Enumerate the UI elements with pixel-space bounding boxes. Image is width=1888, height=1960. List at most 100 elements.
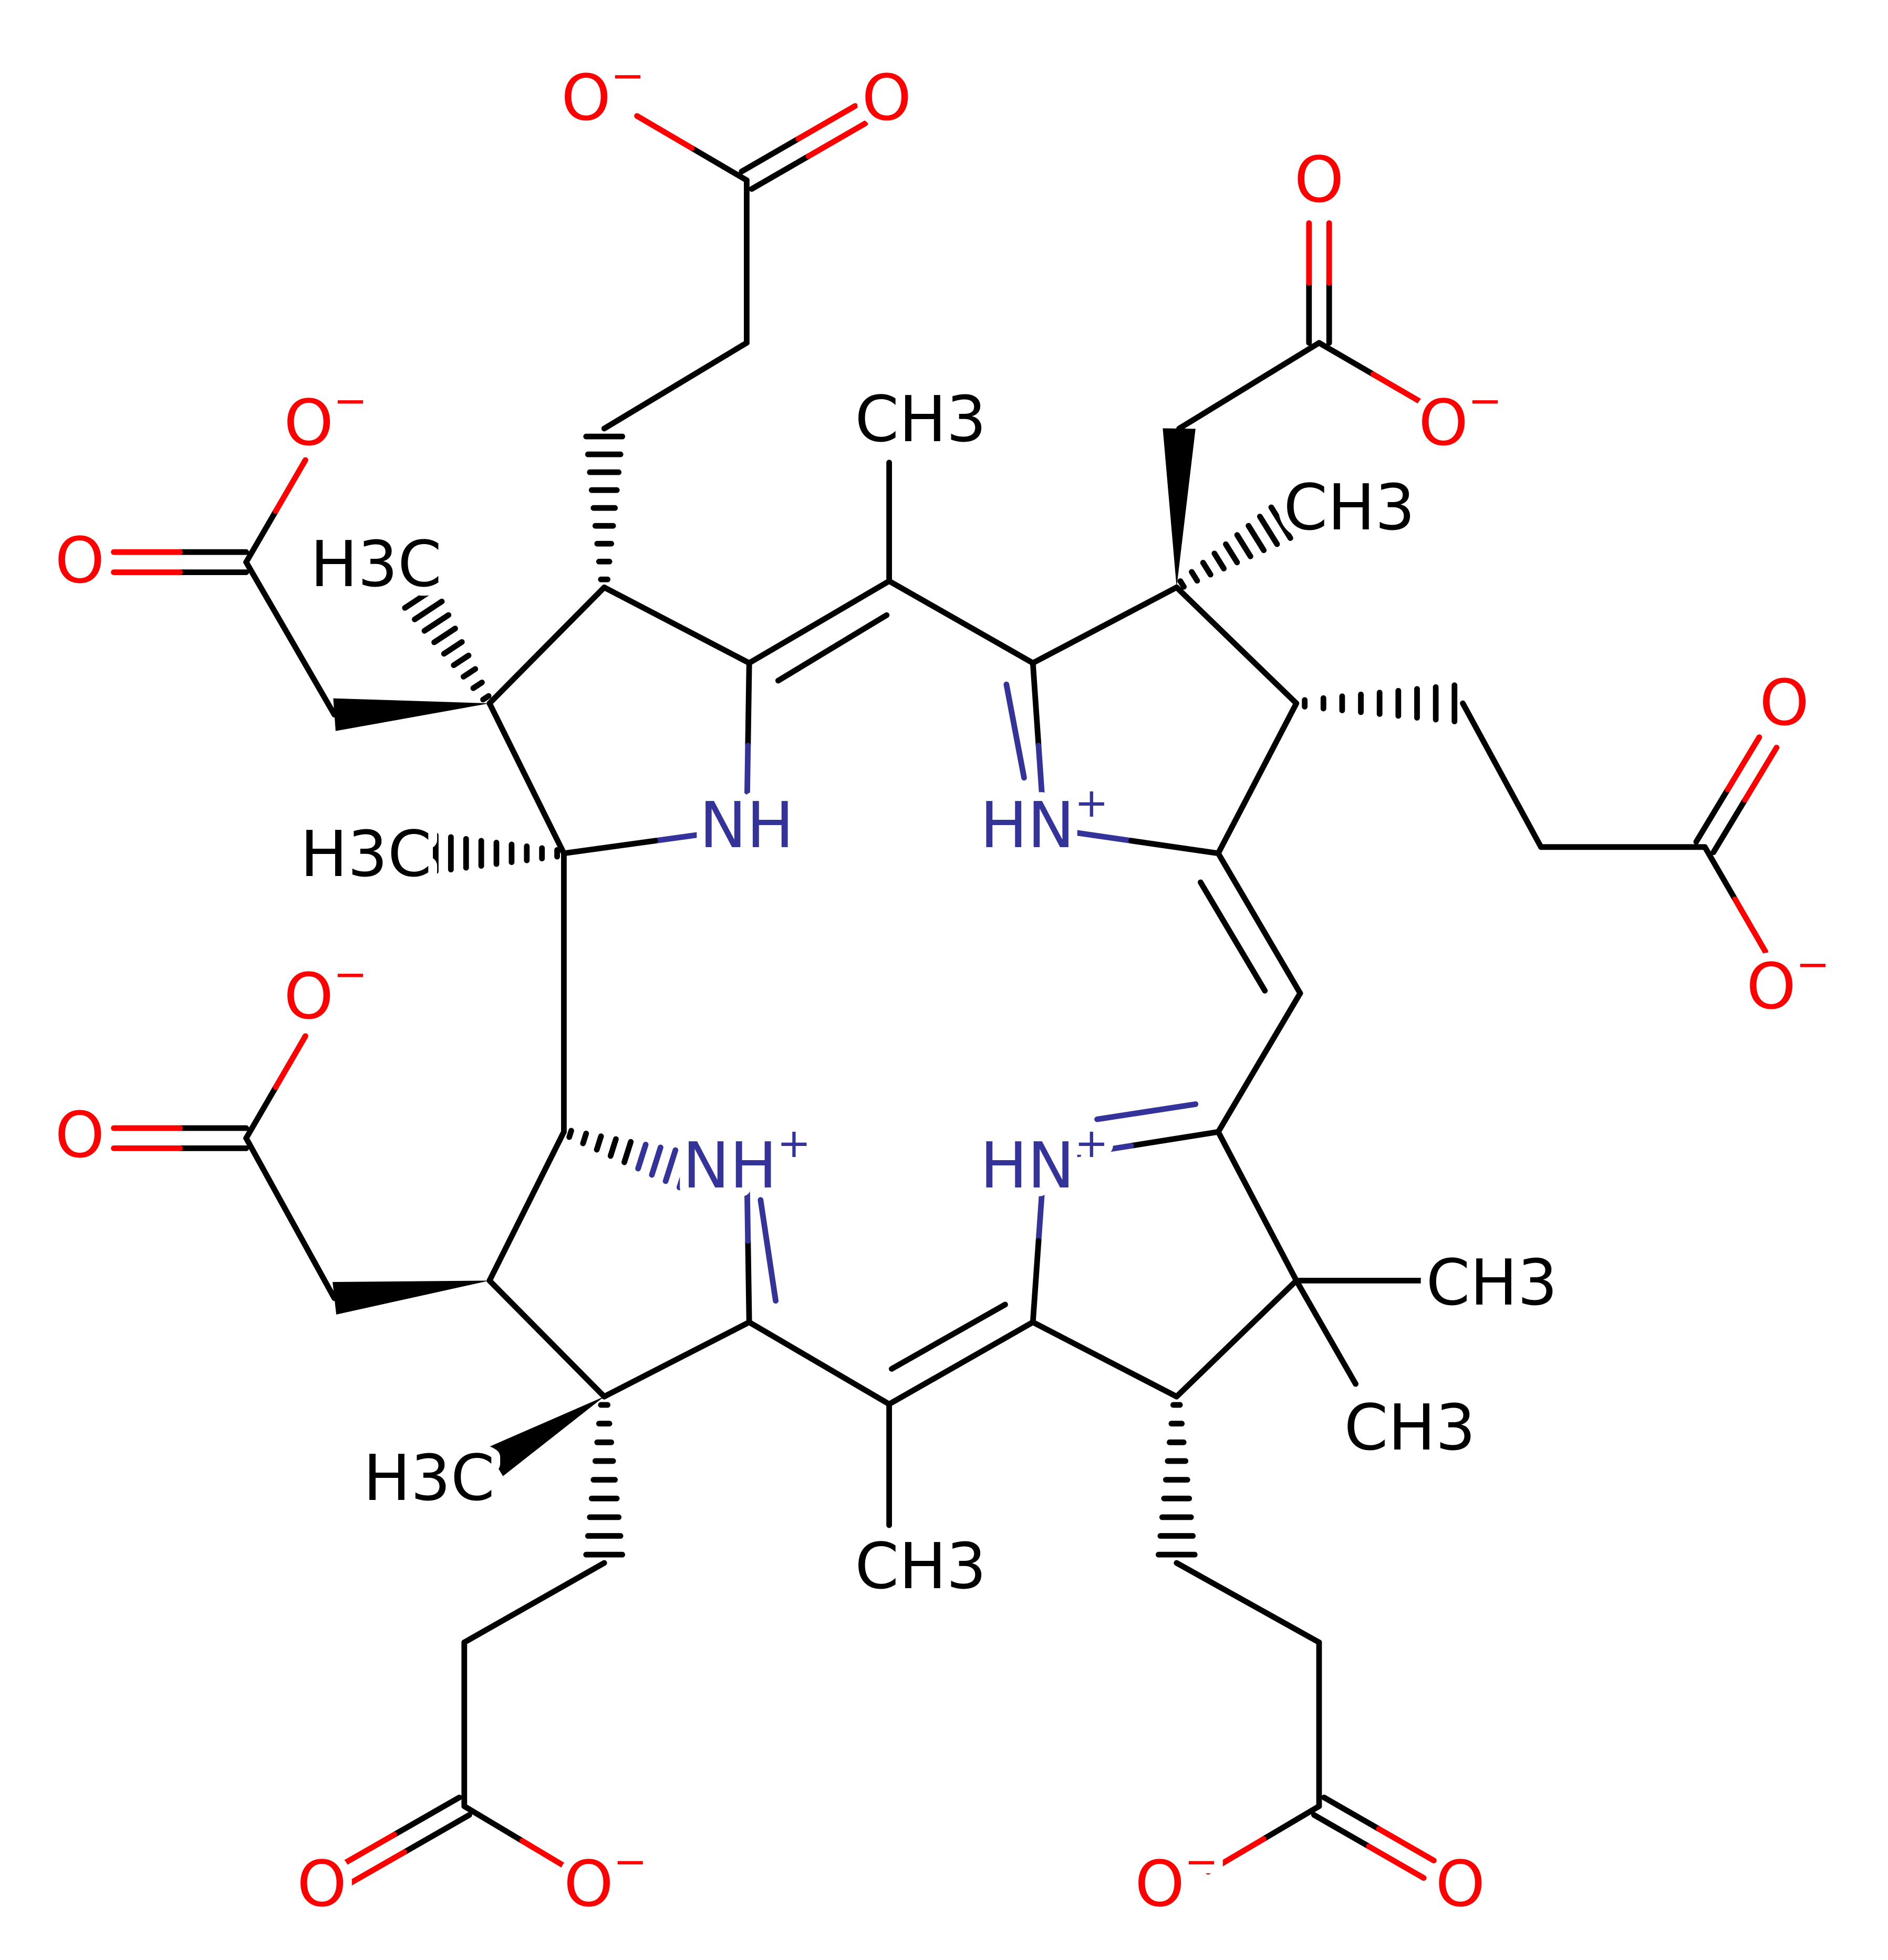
atom-symbol: HN: [980, 1130, 1075, 1203]
bond: [745, 660, 752, 748]
bond: [745, 1238, 752, 1325]
bond: [1215, 700, 1300, 857]
bond: [1041, 825, 1134, 844]
bond: [886, 578, 1036, 666]
atom-label: O−: [561, 53, 645, 135]
bond: [243, 1084, 279, 1141]
wedge-bond: [333, 1280, 490, 1315]
atom-symbol: H3C: [310, 528, 442, 601]
bond: [273, 1033, 308, 1090]
bond: [1176, 340, 1322, 432]
atom-label: O: [1436, 1848, 1485, 1921]
atom-label: O−: [1135, 1839, 1218, 1921]
bond: [601, 1319, 752, 1400]
bond: [1742, 745, 1780, 803]
atom-label: O: [1759, 667, 1809, 740]
atom-label: HN+: [980, 780, 1108, 862]
bond: [621, 1139, 634, 1165]
bond: [1030, 1319, 1180, 1400]
charge: −: [614, 1839, 647, 1885]
atom-label: H3C: [310, 528, 442, 601]
bond: [441, 639, 465, 657]
bond: [1030, 1238, 1042, 1325]
atom-label: NH: [699, 789, 794, 862]
bond: [480, 693, 492, 703]
bond: [566, 1128, 574, 1140]
atom-symbol: O: [564, 1848, 613, 1921]
bond: [601, 584, 752, 666]
bond: [470, 680, 485, 691]
bond: [689, 145, 750, 183]
atom-symbol: O: [1746, 951, 1796, 1024]
bond: [1174, 1278, 1300, 1400]
bond: [805, 120, 868, 159]
bond: [888, 1301, 1008, 1372]
wedge-bond: [333, 698, 490, 731]
bond: [1211, 550, 1227, 571]
bond: [1128, 838, 1221, 857]
bond: [775, 612, 890, 684]
wedge-bond: [1163, 428, 1196, 588]
bond: [1030, 584, 1180, 666]
atom-label: O−: [284, 378, 367, 461]
bond: [273, 457, 308, 514]
bond: [1035, 1156, 1047, 1244]
bond: [1174, 1560, 1322, 1645]
bond: [1223, 541, 1240, 566]
bond: [1260, 1803, 1322, 1842]
atom-label: O: [297, 1848, 346, 1921]
bond: [1200, 559, 1213, 578]
bond: [1041, 1143, 1134, 1163]
atom-symbol: O: [1294, 144, 1344, 217]
bond: [1094, 1101, 1199, 1122]
bond: [243, 1135, 337, 1301]
atom-label: O: [862, 62, 911, 135]
bond: [1293, 1278, 1358, 1387]
bond: [1215, 850, 1303, 996]
bond: [1257, 514, 1280, 547]
bond: [1366, 1843, 1427, 1881]
bond: [1035, 743, 1047, 831]
atom-label: H3C: [363, 1442, 494, 1515]
bond: [1003, 681, 1027, 781]
bond: [1177, 578, 1187, 590]
atom-symbol: O: [1418, 387, 1468, 460]
atom-label: O: [55, 525, 105, 598]
bond: [431, 625, 458, 645]
bond: [1702, 844, 1738, 902]
atom-symbol: CH3: [1283, 472, 1415, 545]
bond: [662, 1147, 679, 1184]
bond: [451, 652, 472, 669]
atom-label: O−: [1746, 941, 1830, 1024]
charge: −: [1468, 378, 1502, 425]
bond: [401, 1812, 472, 1855]
bond: [460, 666, 479, 680]
bond: [652, 825, 750, 844]
atom-label: O: [55, 1099, 105, 1172]
bond: [243, 559, 337, 718]
bond: [486, 584, 607, 706]
bond: [461, 1560, 607, 1645]
bond: [601, 340, 750, 432]
bond: [486, 1129, 567, 1284]
bond: [1174, 584, 1300, 706]
bond: [1376, 1826, 1437, 1863]
charge: +: [777, 1120, 811, 1167]
bond: [758, 1197, 779, 1304]
atom-symbol: O: [284, 387, 333, 460]
atom-symbol: HN: [980, 789, 1075, 862]
bond: [1460, 700, 1544, 850]
atom-label: CH3: [855, 1530, 986, 1603]
atom-symbol: CH3: [855, 383, 986, 456]
bond: [1128, 1129, 1221, 1149]
atom-label: O−: [564, 1839, 647, 1921]
bond: [746, 1319, 892, 1407]
bond: [1693, 786, 1731, 845]
atom-label: CH3: [855, 383, 986, 456]
bond: [411, 598, 445, 622]
bond: [1732, 896, 1768, 955]
atom-symbol: CH3: [855, 1530, 986, 1603]
